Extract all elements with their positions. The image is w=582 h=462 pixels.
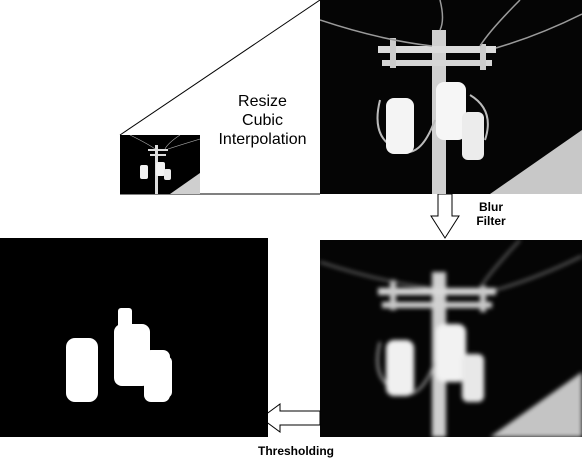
resized-thermal-image bbox=[320, 0, 582, 194]
resize-label-line3: Interpolation bbox=[218, 131, 307, 149]
blur-arrow-icon bbox=[430, 194, 460, 239]
resize-label-line1: Resize bbox=[238, 93, 287, 110]
resize-label-line2: Cubic bbox=[242, 112, 283, 130]
threshold-arrow-icon bbox=[260, 403, 321, 433]
original-thumbnail-image bbox=[120, 135, 200, 194]
blur-label-line1: Blur bbox=[479, 200, 503, 214]
blurred-thermal-image bbox=[320, 240, 582, 437]
blur-step-label: Blur Filter bbox=[466, 200, 516, 229]
threshold-step-label: Thresholding bbox=[258, 444, 334, 458]
resize-step-label: Resize Cubic Interpolation bbox=[205, 92, 320, 150]
thresholded-binary-image bbox=[0, 238, 268, 437]
blur-label-line2: Filter bbox=[476, 214, 506, 229]
